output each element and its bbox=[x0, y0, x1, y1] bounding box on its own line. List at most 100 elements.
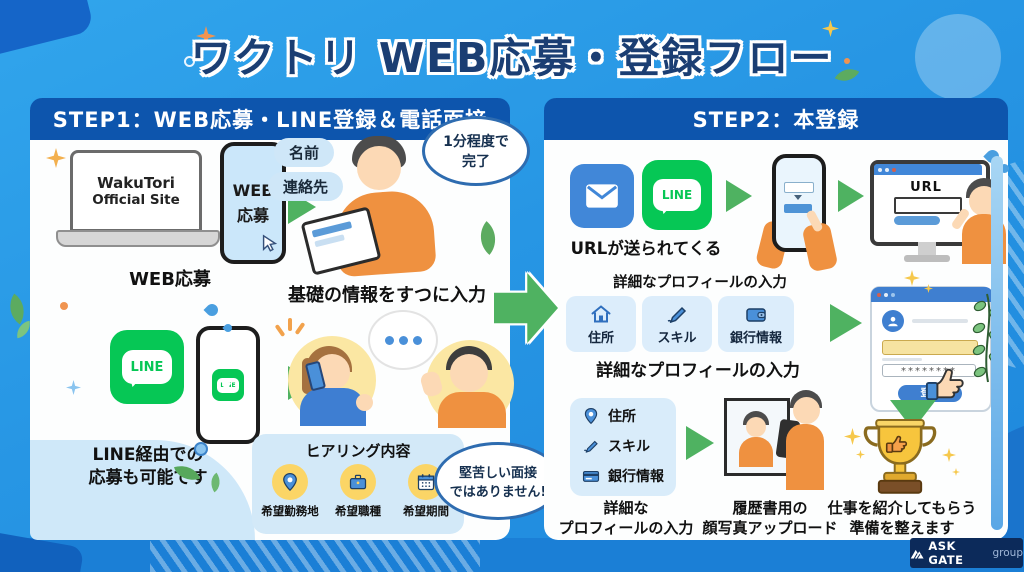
detail-caption: 詳細な プロフィールの入力 bbox=[538, 498, 714, 539]
wallet-icon bbox=[746, 308, 766, 322]
person-icon bbox=[888, 316, 898, 327]
phone-line: LINE bbox=[196, 326, 260, 444]
company-logo: ASK GATE group bbox=[910, 538, 1023, 568]
interview-bubble: 堅苦しい面接ではありません! bbox=[434, 442, 562, 520]
briefcase-icon bbox=[349, 474, 367, 490]
bubble-contact: 連絡先 bbox=[268, 172, 344, 201]
house-icon bbox=[591, 305, 611, 323]
trophy-icon bbox=[863, 418, 937, 494]
hearing-items: 希望勤務地 希望職種 希望期間 bbox=[256, 464, 460, 519]
arrow-shape bbox=[494, 273, 558, 343]
pencil-icon bbox=[583, 440, 598, 453]
icon-circle bbox=[272, 464, 308, 500]
detail-item: スキル bbox=[582, 436, 650, 456]
alert-marks bbox=[294, 322, 306, 335]
talk-dot bbox=[398, 335, 408, 345]
bubble-name: 名前 bbox=[274, 138, 335, 167]
form-avatar-row bbox=[882, 310, 968, 332]
line-logo-text: LINE bbox=[217, 377, 239, 393]
pencil-icon bbox=[667, 306, 687, 324]
logo-brand: ASK GATE bbox=[928, 539, 964, 567]
hearing-item: 希望勤務地 bbox=[257, 464, 323, 519]
hands-phone-illustration bbox=[754, 154, 839, 273]
form-line bbox=[882, 358, 922, 361]
bg-circle-top-right bbox=[915, 14, 1001, 100]
talk-dot bbox=[384, 335, 394, 345]
monitor-base bbox=[904, 255, 950, 262]
bg-bottom-band bbox=[0, 538, 1024, 572]
sparkle-icon bbox=[952, 468, 960, 476]
detail-item: 銀行情報 bbox=[582, 466, 664, 486]
sparkle-icon bbox=[66, 380, 81, 395]
profile-box-address: 住所 bbox=[566, 296, 636, 352]
logo-suffix: group bbox=[992, 547, 1024, 559]
photo-person-head bbox=[746, 417, 766, 437]
profile-title-top: 詳細なプロフィールの入力 bbox=[613, 275, 787, 291]
line-logo-text: LINE bbox=[653, 179, 701, 211]
woman-hand bbox=[356, 394, 373, 411]
detail-caption-line2: プロフィールの入力 bbox=[558, 519, 694, 538]
sparkle-icon bbox=[904, 270, 920, 286]
hearing-title: ヒアリング内容 bbox=[305, 442, 411, 460]
line-app-icon-small: LINE bbox=[212, 369, 244, 401]
hearing-item-label: 希望職種 bbox=[335, 504, 381, 518]
hearing-item-label: 希望期間 bbox=[403, 504, 449, 518]
laptop-base bbox=[56, 230, 220, 247]
phone-field-filled bbox=[784, 204, 812, 213]
icon-circle bbox=[340, 464, 376, 500]
window-dot bbox=[884, 292, 888, 297]
url-caption: URLが送られてくる bbox=[570, 239, 722, 258]
phone-web-text: 応募 bbox=[236, 205, 269, 225]
man-head bbox=[450, 354, 488, 392]
detail-item-label: 住所 bbox=[608, 409, 636, 425]
arrow-right-icon bbox=[838, 180, 864, 212]
profile-box-label: 住所 bbox=[587, 331, 614, 346]
basic-info-caption: 基礎の情報をすつに入力 bbox=[288, 285, 486, 306]
location-pin-icon bbox=[283, 473, 297, 492]
step1-panel: STEP1：WEB応募・LINE登録＆電話面接 WakuTori Officia… bbox=[30, 98, 562, 540]
sparkle-icon bbox=[844, 428, 861, 445]
photo-caption: 履歴書用の 顔写真アップロード bbox=[682, 498, 858, 539]
interview-line1: 堅苦しい面接 bbox=[458, 466, 537, 481]
tablet-bar bbox=[311, 221, 353, 238]
person-head bbox=[357, 146, 401, 190]
laptop-screen-text: WakuTori bbox=[97, 174, 175, 192]
monitor-stand bbox=[918, 242, 936, 256]
detail-item-label: スキル bbox=[608, 439, 650, 455]
dot-decoration bbox=[60, 302, 68, 310]
detail-item: 住所 bbox=[582, 406, 636, 426]
step2-panel: STEP2：本登録 LINE URLが送られてくる bbox=[544, 98, 1011, 540]
monitor-illustration: URL bbox=[870, 147, 1011, 272]
cursor-icon bbox=[262, 234, 278, 252]
alert-marks bbox=[288, 318, 292, 331]
sparkle-icon bbox=[924, 284, 933, 293]
profile-box-skill: スキル bbox=[642, 296, 712, 352]
photo-caption-line1: 履歴書用の bbox=[732, 499, 808, 517]
line-app-icon: LINE bbox=[110, 330, 184, 404]
detail-item-label: 銀行情報 bbox=[608, 469, 664, 485]
profile-box-bank: 銀行情報 bbox=[718, 296, 794, 352]
photo-person-body bbox=[739, 437, 773, 467]
window-dot bbox=[892, 167, 896, 172]
detail-caption-line1: 詳細な bbox=[603, 499, 649, 517]
step2-header: STEP2：本登録 bbox=[544, 98, 1008, 140]
person-body bbox=[786, 424, 824, 490]
form-input-filled bbox=[882, 340, 978, 355]
ready-caption-line2: 準備を整えます bbox=[849, 519, 955, 538]
line-logo-text: LINE bbox=[122, 350, 172, 384]
calendar-icon bbox=[417, 474, 435, 491]
hearing-item: 希望職種 bbox=[325, 464, 391, 519]
window-dot bbox=[891, 292, 895, 297]
mountain-logo-icon bbox=[910, 549, 924, 559]
alert-marks bbox=[274, 324, 286, 337]
location-pin-icon bbox=[584, 407, 598, 425]
ready-caption: 仕事を紹介してもらう 準備を整えます bbox=[812, 498, 992, 539]
profile-box-label: スキル bbox=[657, 331, 697, 346]
done-line2: 完了 bbox=[462, 154, 490, 170]
card-icon bbox=[582, 470, 600, 482]
step-transition-arrow bbox=[494, 270, 558, 346]
laptop-screen-text: Official Site bbox=[92, 192, 180, 208]
ready-caption-line1: 仕事を紹介してもらう bbox=[827, 499, 977, 517]
dot-decoration bbox=[844, 58, 850, 64]
